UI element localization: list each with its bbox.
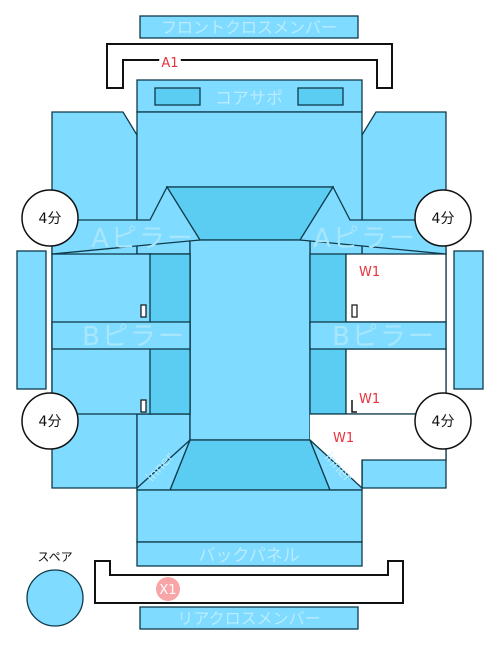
marker-x1: X1 bbox=[156, 577, 180, 601]
core-support-right-slot bbox=[297, 87, 344, 106]
b-pillar-right-bar bbox=[309, 321, 447, 350]
rear-cross-member: リアクロスメンバー bbox=[139, 606, 359, 630]
front-cross-member-bracket bbox=[106, 43, 393, 89]
left-lower-slot bbox=[140, 399, 147, 413]
right-upper-slot bbox=[351, 304, 358, 318]
quarter-circle-front-right-shape bbox=[414, 189, 472, 247]
core-support-left-slot bbox=[154, 87, 201, 106]
marker-a1: A1 bbox=[159, 51, 181, 73]
quarter-circle-rear-right-shape bbox=[414, 392, 472, 450]
front-cross-member-bar bbox=[139, 15, 359, 39]
quarter-circle-rear-left-label: 4分 bbox=[39, 414, 62, 430]
rear-cross-member-label: リアクロスメンバー bbox=[177, 609, 320, 628]
right-lower-slot bbox=[351, 400, 357, 413]
right-upper-cutout bbox=[345, 253, 447, 323]
a-pillar-left-shape bbox=[51, 185, 202, 255]
a-pillar-left: Aピラー bbox=[51, 185, 202, 255]
b-pillar-left-bar bbox=[51, 321, 191, 350]
marker-a1-label: A1 bbox=[161, 56, 178, 71]
back-panel-label: バックパネル bbox=[198, 546, 299, 566]
quarter-circle-front-left: 4分 bbox=[21, 189, 79, 247]
back-panel-bar bbox=[136, 541, 363, 567]
quarter-circle-front-right-label: 4分 bbox=[432, 211, 455, 227]
marker-w1-upper: W1 bbox=[359, 265, 380, 280]
quarter-circle-rear-right: 4分 bbox=[414, 392, 472, 450]
marker-x1-bg bbox=[156, 577, 180, 601]
marker-x1-label: X1 bbox=[159, 583, 176, 598]
a-pillar-right: Aピラー bbox=[298, 185, 447, 255]
spare-tire-label: スペア bbox=[37, 550, 72, 564]
left-rocker-strip bbox=[16, 250, 47, 390]
quarter-circle-rear-left-shape bbox=[21, 392, 79, 450]
a-pillar-right-label: Aピラー bbox=[313, 224, 417, 254]
quarter-circle-rear-left: 4分 bbox=[21, 392, 79, 450]
rear-cross-member-bar bbox=[139, 606, 359, 630]
right-rear-cutout bbox=[310, 414, 446, 488]
quarter-circle-rear-right-label: 4分 bbox=[432, 414, 455, 430]
b-pillar-left: Bピラー bbox=[51, 321, 191, 352]
spare-tire: スペア bbox=[26, 550, 84, 627]
rear-floor bbox=[169, 439, 331, 491]
quarter-circle-front-left-shape bbox=[21, 189, 79, 247]
back-panel-upper bbox=[136, 489, 363, 543]
quarter-circle-front-left-label: 4分 bbox=[39, 211, 62, 227]
right-rocker-strip bbox=[453, 250, 484, 390]
a-pillar-left-label: Aピラー bbox=[91, 224, 195, 254]
quarter-circle-front-right: 4分 bbox=[414, 189, 472, 247]
b-pillar-right-label: Bピラー bbox=[332, 322, 436, 352]
marker-w1-lower: W1 bbox=[359, 392, 380, 407]
front-cross-member-label: フロントクロスメンバー bbox=[161, 18, 337, 37]
marker-a1-bg bbox=[159, 51, 181, 73]
core-support: コアサポ bbox=[136, 79, 363, 113]
marker-w1-rear: W1 bbox=[333, 431, 354, 446]
front-cross-member: フロントクロスメンバー bbox=[139, 15, 359, 39]
left-upper-slot bbox=[140, 304, 147, 318]
b-pillar-left-label: Bピラー bbox=[82, 322, 186, 352]
rear-cross-member-bracket bbox=[94, 560, 404, 604]
b-pillar-right: Bピラー bbox=[309, 321, 447, 352]
spare-tire-circle bbox=[26, 569, 84, 627]
cabin-roof bbox=[189, 239, 311, 441]
core-support-label: コアサポ bbox=[215, 89, 283, 109]
back-panel: バックパネル bbox=[136, 489, 363, 567]
